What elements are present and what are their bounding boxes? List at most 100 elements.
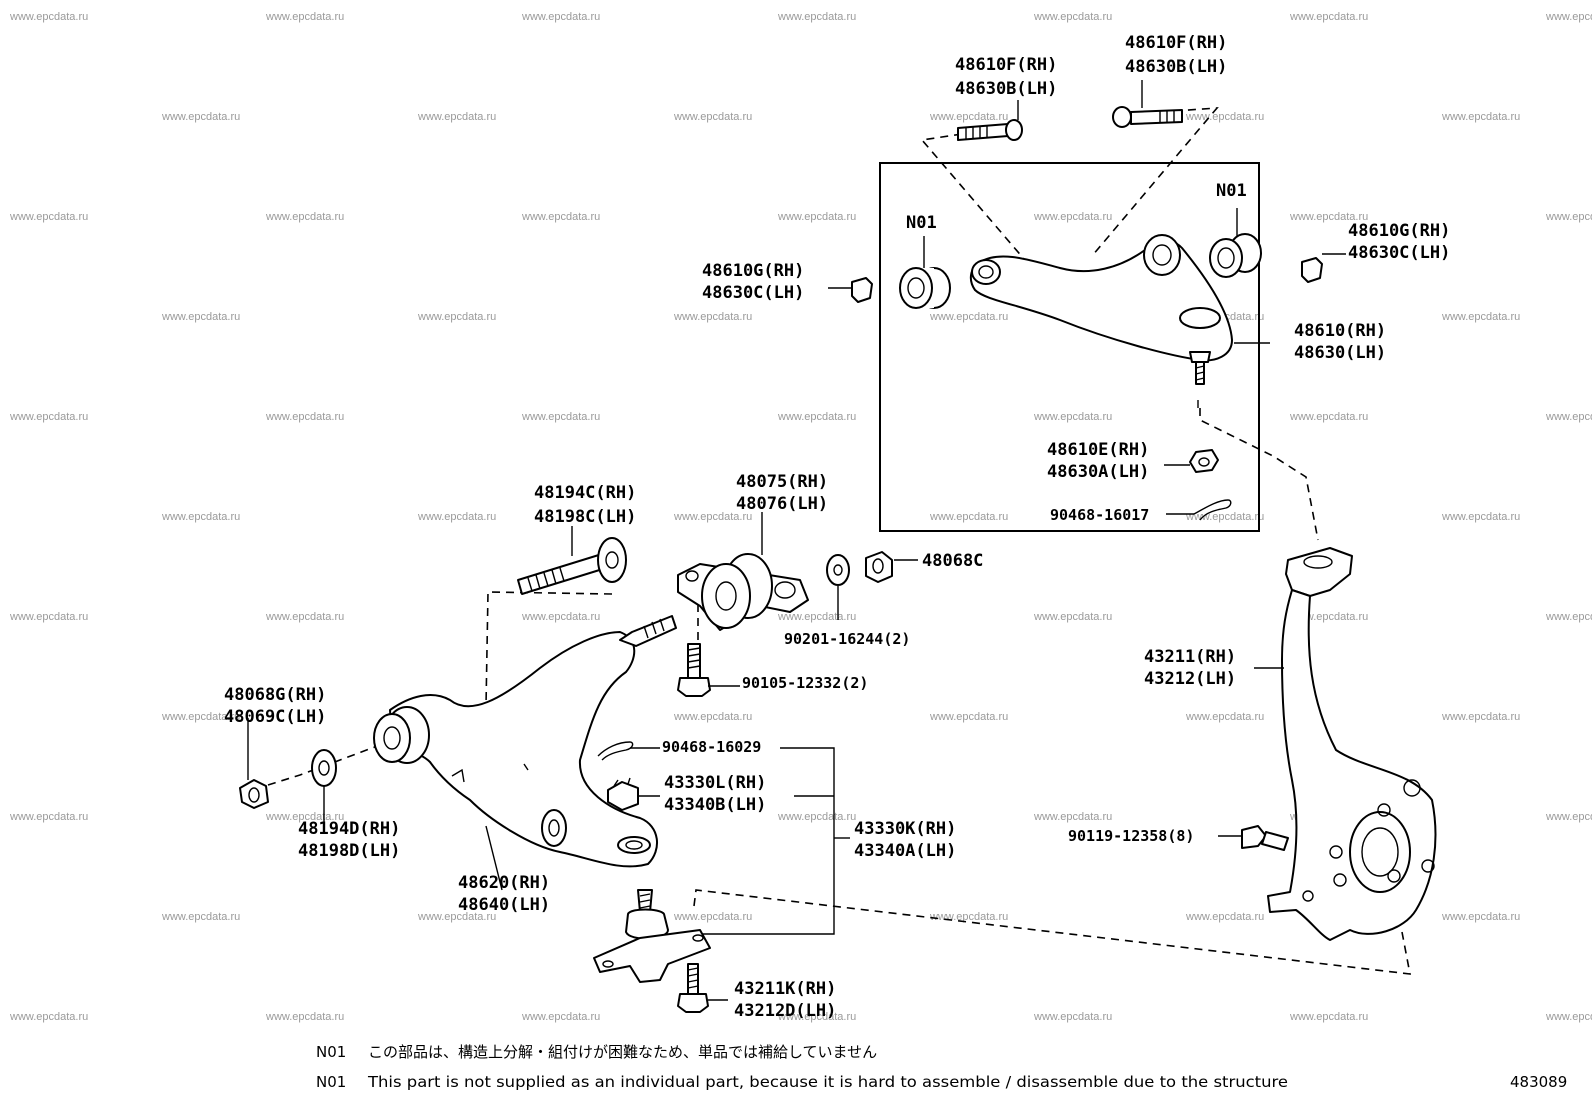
watermark: www.epcdata.ru <box>777 611 856 623</box>
ball-joint-bolt[interactable] <box>677 963 728 1013</box>
watermark: www.epcdata.ru <box>673 511 752 523</box>
label-knuckle-1: 43211(RH) <box>1144 647 1236 667</box>
nut-48068c[interactable] <box>865 551 918 583</box>
label-bj-bolt-2: 43212D(LH) <box>734 1001 836 1021</box>
n01-bushing-left <box>899 236 951 309</box>
cotter-pin-upper[interactable] <box>1166 499 1232 521</box>
lower-control-arm[interactable] <box>373 615 677 891</box>
watermark: www.epcdata.ru <box>1545 411 1592 423</box>
label-cam-bolt-1: 48194C(RH) <box>534 483 636 503</box>
watermark: www.epcdata.ru <box>417 911 496 923</box>
cam-washer[interactable] <box>311 749 337 828</box>
watermark: www.epcdata.ru <box>929 311 1008 323</box>
watermark: www.epcdata.ru <box>1441 111 1520 123</box>
label-n01-right: N01 <box>1216 181 1247 201</box>
watermark: www.epcdata.ru <box>521 211 600 223</box>
castle-nut-upper[interactable] <box>1164 449 1219 473</box>
watermark: www.epcdata.ru <box>161 111 240 123</box>
watermark: www.epcdata.ru <box>673 911 752 923</box>
watermark: www.epcdata.ru <box>1441 911 1520 923</box>
steering-knuckle[interactable] <box>1254 547 1437 941</box>
labels-layer: 48610F(RH) 48630B(LH) 48610F(RH) 48630B(… <box>224 33 1567 1091</box>
lower-dashed-lines <box>267 591 1411 975</box>
flange-nut-right[interactable] <box>1301 257 1323 283</box>
note-text-en: This part is not supplied as an individu… <box>367 1073 1288 1091</box>
cotter-pin-lower[interactable] <box>597 741 660 761</box>
watermark: www.epcdata.ru <box>1289 211 1368 223</box>
label-castle-nut-1: 48610E(RH) <box>1047 440 1149 460</box>
watermark: www.epcdata.ru <box>777 411 856 423</box>
watermark: www.epcdata.ru <box>265 11 344 23</box>
label-lower-nut-2: 43340B(LH) <box>664 795 766 815</box>
upper-bolt-right[interactable] <box>1112 106 1183 128</box>
watermark: www.epcdata.ru <box>161 511 240 523</box>
watermark: www.epcdata.ru <box>1441 711 1520 723</box>
label-ball-joint-1: 43330K(RH) <box>854 819 956 839</box>
cam-bolt[interactable] <box>517 526 627 595</box>
label-cam-bolt-2: 48198C(LH) <box>534 507 636 527</box>
nut-48068g[interactable] <box>239 718 269 809</box>
watermark: www.epcdata.ru <box>1441 511 1520 523</box>
watermark: www.epcdata.ru <box>1185 111 1264 123</box>
label-ball-joint-2: 43340A(LH) <box>854 841 956 861</box>
label-bolt-90105: 90105-12332(2) <box>742 674 868 692</box>
label-knuckle-2: 43212(LH) <box>1144 669 1236 689</box>
castle-nut-lower[interactable] <box>607 777 660 811</box>
knuckle-bolt[interactable] <box>1218 825 1289 851</box>
label-nut-left-1: 48610G(RH) <box>702 261 804 281</box>
label-lower-arm-2: 48640(LH) <box>458 895 550 915</box>
watermark: www.epcdata.ru <box>417 111 496 123</box>
label-nut-right-2: 48630C(LH) <box>1348 243 1450 263</box>
watermark: www.epcdata.ru <box>521 1011 600 1023</box>
watermark: www.epcdata.ru <box>1185 511 1264 523</box>
upper-bolt-left[interactable] <box>957 119 1023 141</box>
label-castle-nut-2: 48630A(LH) <box>1047 462 1149 482</box>
watermark: www.epcdata.ru <box>1545 611 1592 623</box>
upper-arm-group-box <box>879 162 1260 532</box>
watermark: www.epcdata.ru <box>1033 11 1112 23</box>
watermark: www.epcdata.ru <box>1033 1011 1112 1023</box>
watermark: www.epcdata.ru <box>1033 211 1112 223</box>
label-cotter-upper: 90468-16017 <box>1050 506 1149 524</box>
watermark: www.epcdata.ru <box>1289 11 1368 23</box>
bushing-bracket[interactable] <box>677 512 809 631</box>
watermark: www.epcdata.ru <box>1545 211 1592 223</box>
leader-lines <box>1017 80 1346 408</box>
ball-joint[interactable] <box>593 889 711 983</box>
washer-90201[interactable] <box>826 554 850 620</box>
flange-nut-left[interactable] <box>828 277 873 303</box>
ball-joint-bracket-lines <box>690 747 850 935</box>
watermark: www.epcdata.ru <box>1441 311 1520 323</box>
watermark: www.epcdata.ru <box>521 11 600 23</box>
label-bushing-1: 48075(RH) <box>736 472 828 492</box>
watermark: www.epcdata.ru <box>161 911 240 923</box>
note-code-jp: N01 <box>316 1043 346 1061</box>
watermark: www.epcdata.ru <box>265 1011 344 1023</box>
watermark: www.epcdata.ru <box>1545 811 1592 823</box>
watermark: www.epcdata.ru <box>9 211 88 223</box>
watermark: www.epcdata.ru <box>9 11 88 23</box>
watermark: www.epcdata.ru <box>417 311 496 323</box>
label-lower-arm-1: 48620(RH) <box>458 873 550 893</box>
n01-bushing-right <box>1209 208 1262 278</box>
watermark: www.epcdata.ru <box>777 811 856 823</box>
label-bj-bolt-1: 43211K(RH) <box>734 979 836 999</box>
watermark: www.epcdata.ru <box>1033 811 1112 823</box>
watermark: www.epcdata.ru <box>777 11 856 23</box>
watermark: www.epcdata.ru <box>521 611 600 623</box>
label-knuckle-bolt: 90119-12358(8) <box>1068 827 1194 845</box>
label-nut-right-1: 48610G(RH) <box>1348 221 1450 241</box>
bolt-90105[interactable] <box>677 643 740 697</box>
label-cam-washer-1: 48194D(RH) <box>298 819 400 839</box>
label-upper-bolt-left-1: 48610F(RH) <box>955 55 1057 75</box>
watermark: www.epcdata.ru <box>9 1011 88 1023</box>
upper-control-arm[interactable] <box>969 234 1270 385</box>
watermark: www.epcdata.ru <box>1289 411 1368 423</box>
note-code-en: N01 <box>316 1073 346 1091</box>
watermark: www.epcdata.ru <box>9 611 88 623</box>
label-nut-left-2: 48630C(LH) <box>702 283 804 303</box>
watermark: www.epcdata.ru <box>265 611 344 623</box>
watermark: www.epcdata.ru <box>1185 911 1264 923</box>
